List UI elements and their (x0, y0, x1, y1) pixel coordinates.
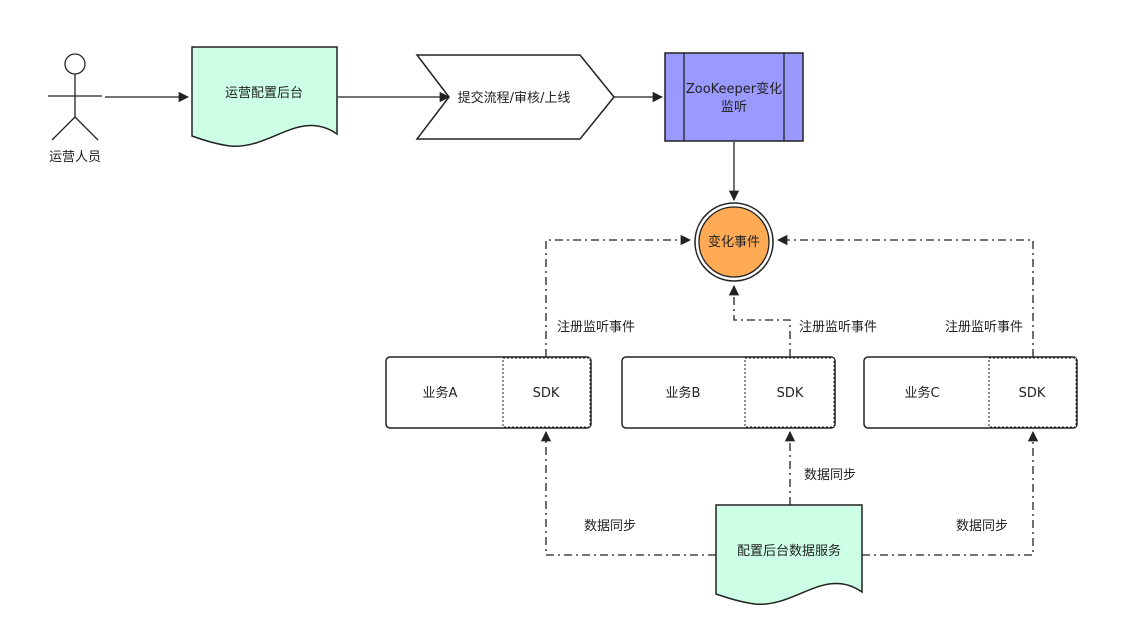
change-event-shape (694, 202, 774, 282)
ops-console-shape (191, 46, 338, 147)
edge-sync-c-label: 数据同步 (956, 519, 1008, 534)
edge-register-c (776, 234, 1034, 357)
data-service-label: 配置后台数据服务 (737, 543, 841, 559)
zookeeper-label-line2: 监听 (721, 100, 747, 115)
actor-label: 运营人员 (49, 150, 101, 165)
data-service-shape (715, 504, 863, 605)
edge-sync-a (540, 430, 716, 556)
biz-c-sdk-label: SDK (1019, 386, 1046, 401)
edge-register-b (728, 284, 791, 357)
edge-register-a (545, 234, 692, 357)
edge-sync-a-label: 数据同步 (584, 519, 636, 534)
biz-b-label: 业务B (666, 385, 701, 401)
edge-register-b-label: 注册监听事件 (799, 320, 877, 335)
edge-sync-c (862, 430, 1039, 556)
ops-console-label: 运营配置后台 (225, 86, 303, 101)
change-event-label: 变化事件 (708, 234, 760, 250)
biz-c-label: 业务C (904, 385, 939, 401)
biz-b-box (621, 356, 836, 429)
zookeeper-label-line1: ZooKeeper变化 (686, 81, 782, 97)
edge-register-a-label: 注册监听事件 (557, 320, 635, 335)
biz-a-sdk-label: SDK (533, 386, 560, 401)
edge-sync-b-label: 数据同步 (804, 468, 856, 483)
submit-flow-label: 提交流程/审核/上线 (458, 90, 571, 106)
actor-figure (48, 53, 102, 141)
biz-a-box (385, 356, 592, 429)
biz-c-box (863, 356, 1078, 429)
biz-a-label: 业务A (423, 385, 458, 401)
submit-flow-shape (415, 54, 615, 140)
biz-b-sdk-label: SDK (777, 386, 804, 401)
zookeeper-shape (664, 52, 804, 142)
edge-register-c-label: 注册监听事件 (945, 320, 1023, 335)
